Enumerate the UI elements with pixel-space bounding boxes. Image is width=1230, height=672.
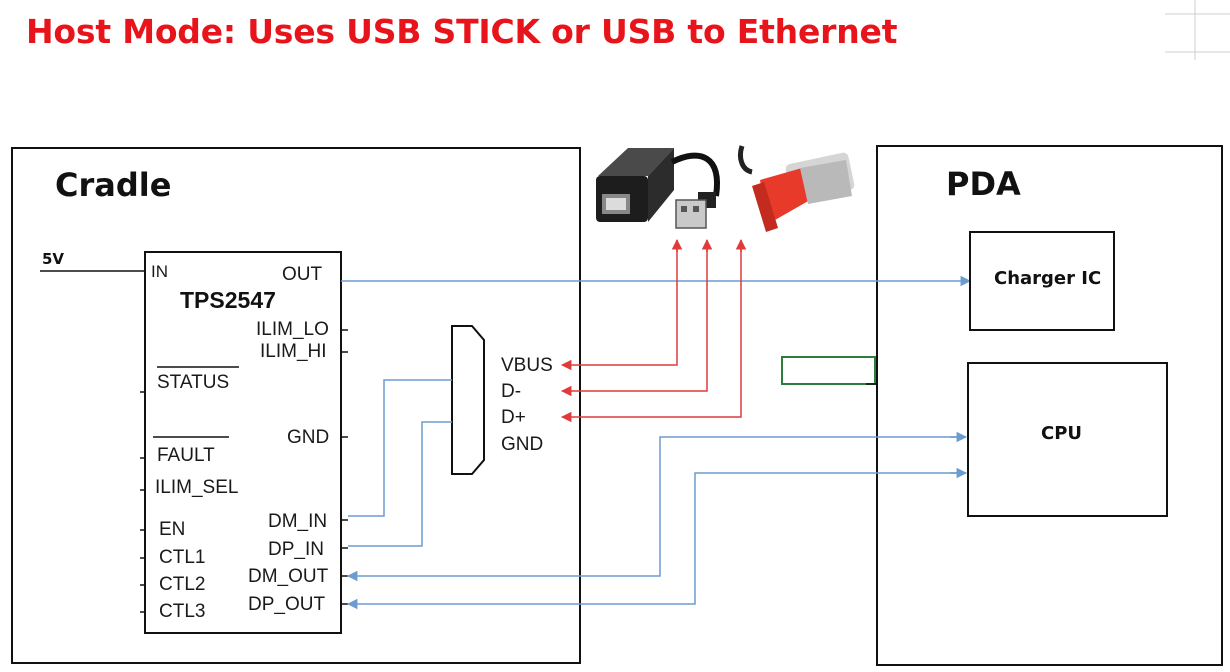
- tps2547-chip: [144, 251, 342, 634]
- dm-in-line: [348, 379, 452, 517]
- charger-ic-label: Charger IC: [994, 268, 1102, 289]
- pin-dp-in: DP_IN: [268, 539, 324, 560]
- usb-ethernet-adapter-icon: [596, 148, 720, 229]
- pin-dm-out: DM_OUT: [248, 566, 329, 587]
- device-lines: [560, 245, 742, 423]
- pin-ilim-sel: ILIM_SEL: [155, 477, 239, 498]
- usb-pin-gnd: GND: [501, 434, 544, 455]
- cradle-label: Cradle: [55, 166, 172, 204]
- pin-in: IN: [151, 262, 168, 281]
- pin-ctl2: CTL2: [159, 574, 206, 595]
- left-pin-stubs: [140, 391, 145, 613]
- pin-ilim-lo: ILIM_LO: [256, 319, 329, 340]
- pin-fault: FAULT: [157, 445, 215, 466]
- cpu-label: CPU: [1041, 423, 1083, 444]
- pin-ilim-hi: ILIM_HI: [260, 341, 327, 362]
- pin-status: STATUS: [157, 372, 230, 393]
- pda-box: [876, 145, 1223, 666]
- pin-ctl1: CTL1: [159, 547, 206, 568]
- corner-grid-mark: [1165, 0, 1230, 60]
- pin-dp-out: DP_OUT: [248, 594, 326, 615]
- chip-name: TPS2547: [180, 287, 276, 313]
- cpu-box: [967, 362, 1168, 517]
- right-pin-stubs: [341, 329, 348, 605]
- dp-in-line: [348, 421, 452, 547]
- cradle-box: [11, 147, 581, 664]
- dm-out-line: [346, 436, 966, 582]
- pda-label: PDA: [946, 165, 1021, 203]
- pin-en: EN: [159, 519, 186, 540]
- pin-ctl3: CTL3: [159, 601, 206, 622]
- pin-gnd: GND: [287, 427, 330, 448]
- device-line-up-arrows: [671, 238, 747, 252]
- green-box: [781, 356, 876, 385]
- usb-pin-dplus: D+: [501, 407, 526, 428]
- pin-dm-in: DM_IN: [268, 511, 328, 532]
- usb-pin-vbus: VBUS: [501, 355, 553, 376]
- pin-out: OUT: [282, 264, 323, 285]
- usb-connector: [451, 325, 485, 475]
- usb-stick-icon: [737, 145, 855, 232]
- usb-pin-dminus: D-: [501, 381, 522, 402]
- page-title: Host Mode: Uses USB STICK or USB to Ethe…: [26, 12, 898, 51]
- charger-ic-box: [969, 231, 1115, 331]
- dp-out-line: [346, 472, 966, 610]
- supply-label: 5V: [42, 250, 65, 268]
